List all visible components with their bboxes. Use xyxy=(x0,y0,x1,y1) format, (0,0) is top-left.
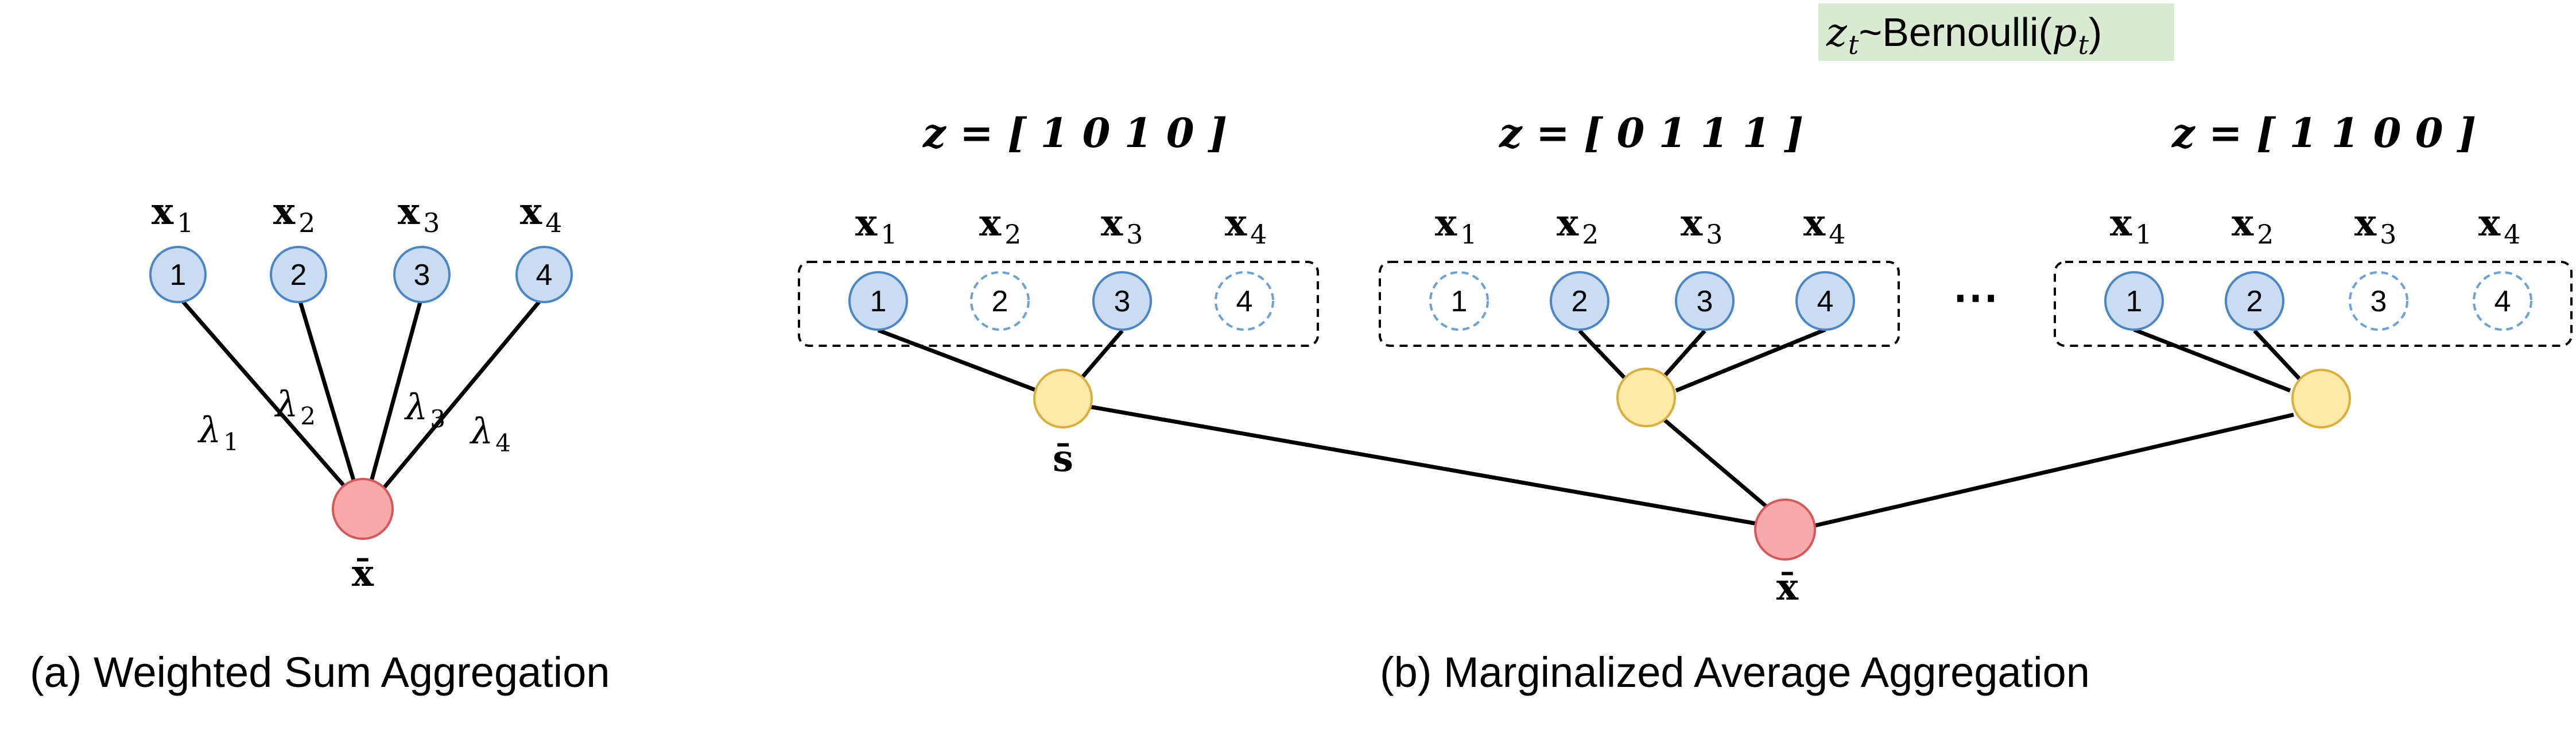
subset-node-3 xyxy=(2291,369,2351,428)
edge-b-g2-2 xyxy=(1578,329,1632,385)
svg-text:2: 2 xyxy=(290,258,307,292)
subset-label-s: s̄ xyxy=(1053,437,1073,480)
edge-a-1 xyxy=(176,294,352,495)
weight-label-1: λ1 xyxy=(197,409,239,456)
svg-text:1: 1 xyxy=(2126,285,2143,318)
svg-text:2: 2 xyxy=(1572,285,1588,318)
svg-text:4: 4 xyxy=(1236,285,1253,318)
svg-text:1: 1 xyxy=(170,258,187,292)
subset-node-1 xyxy=(1033,369,1093,428)
z-label-2: z = [ 0 1 1 1 ] xyxy=(1498,109,1803,157)
node-g2-2-selected: 2 xyxy=(1550,271,1609,331)
node-g3-4-masked: 4 xyxy=(2473,271,2532,331)
output-label-a: x̄ xyxy=(352,552,374,595)
svg-text:1: 1 xyxy=(1451,285,1468,318)
svg-text:3: 3 xyxy=(414,258,430,292)
output-node-a xyxy=(332,478,394,540)
node-g1-4-masked: 4 xyxy=(1215,271,1274,331)
svg-text:2: 2 xyxy=(2247,285,2263,318)
edge-a-2 xyxy=(296,295,359,493)
input-node-2: 2 xyxy=(270,246,327,303)
bernoulli-formula: zt~Bernoulli(pt) xyxy=(1826,10,2102,60)
ellipsis: ⋯ xyxy=(1953,269,1999,323)
edge-b-s3-out xyxy=(1812,412,2294,528)
weight-label-4: λ4 xyxy=(469,410,511,457)
edge-b-g2-4 xyxy=(1675,327,1826,393)
bernoulli-note: zt~Bernoulli(pt) xyxy=(1818,3,2174,61)
edge-b-g1-1 xyxy=(877,328,1041,394)
svg-text:4: 4 xyxy=(1817,285,1834,318)
caption-a: (a) Weighted Sum Aggregation xyxy=(30,648,610,696)
svg-text:4: 4 xyxy=(2494,285,2511,318)
subset-node-2 xyxy=(1616,368,1676,427)
edge-b-s1-out xyxy=(1089,404,1758,526)
edge-a-4 xyxy=(377,294,546,496)
svg-text:2: 2 xyxy=(992,285,1008,318)
node-g2-1-masked: 1 xyxy=(1429,271,1489,331)
z-label-1: z = [ 1 0 1 0 ] xyxy=(922,109,1227,157)
z-label-3: z = [ 1 1 0 0 ] xyxy=(2171,109,2476,157)
edge-b-g3-1 xyxy=(2133,327,2291,393)
node-g1-2-masked: 2 xyxy=(970,271,1030,331)
node-g3-3-masked: 3 xyxy=(2349,271,2408,331)
output-node-b xyxy=(1754,499,1816,561)
node-g1-3-selected: 3 xyxy=(1092,271,1152,331)
group-box-2 xyxy=(1379,261,1900,347)
node-g3-2-selected: 2 xyxy=(2225,271,2284,331)
input-node-4: 4 xyxy=(515,246,573,303)
weight-label-3: λ3 xyxy=(404,386,445,433)
node-g3-1-selected: 1 xyxy=(2104,271,2164,331)
node-g1-1-selected: 1 xyxy=(848,271,908,331)
group-box-1 xyxy=(798,261,1319,347)
output-label-b: x̄ xyxy=(1776,566,1799,609)
node-g2-4-selected: 4 xyxy=(1795,271,1855,331)
svg-text:3: 3 xyxy=(1114,285,1131,318)
weight-label-2: λ2 xyxy=(274,383,316,430)
edge-b-s2-out xyxy=(1661,416,1770,509)
input-node-3: 3 xyxy=(393,246,451,303)
caption-b: (b) Marginalized Average Aggregation xyxy=(1380,648,2090,696)
edge-b-g3-2 xyxy=(2253,329,2306,385)
svg-text:4: 4 xyxy=(536,258,553,292)
edge-a-3 xyxy=(366,295,424,492)
node-g2-3-selected: 3 xyxy=(1675,271,1735,331)
edge-b-g1-3 xyxy=(1075,329,1124,385)
svg-text:1: 1 xyxy=(870,285,887,318)
group-box-3 xyxy=(2054,261,2573,347)
svg-text:3: 3 xyxy=(1697,285,1713,318)
bernoulli-note-bg xyxy=(1818,3,2174,61)
svg-text:3: 3 xyxy=(2371,285,2387,318)
input-node-1: 1 xyxy=(149,246,207,303)
